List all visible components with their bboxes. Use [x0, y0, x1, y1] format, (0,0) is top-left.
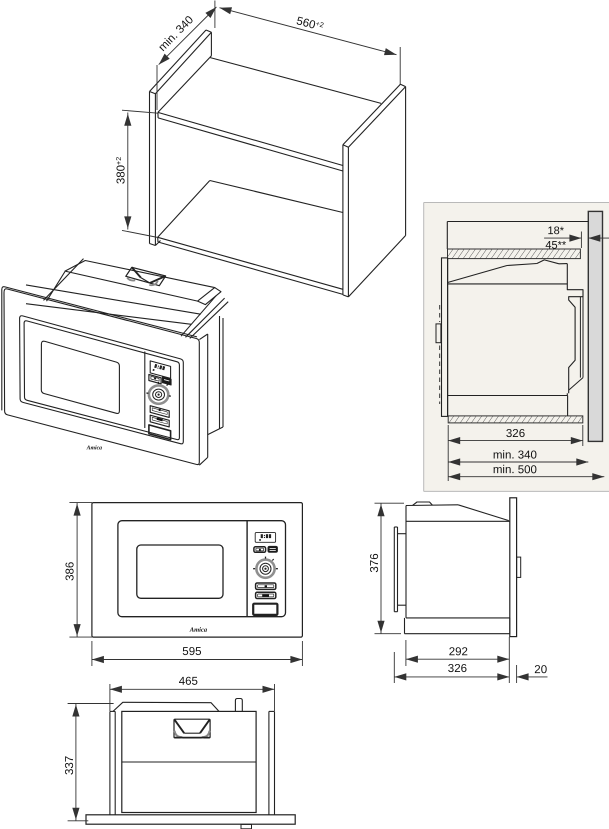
- svg-text:376: 376: [369, 553, 381, 572]
- svg-text:595: 595: [182, 646, 201, 658]
- svg-text:Amica: Amica: [189, 627, 208, 634]
- svg-text:45**: 45**: [545, 240, 567, 252]
- svg-text:20: 20: [534, 664, 547, 676]
- svg-text:465: 465: [179, 676, 198, 688]
- svg-text:Amica: Amica: [86, 444, 103, 451]
- svg-text:292: 292: [449, 646, 468, 658]
- svg-text:326: 326: [448, 663, 467, 675]
- svg-text:min. 340: min. 340: [493, 449, 537, 461]
- svg-text:337: 337: [64, 756, 76, 775]
- svg-text:326: 326: [506, 428, 525, 440]
- svg-text:386: 386: [65, 562, 77, 581]
- svg-text:min. 500: min. 500: [493, 464, 537, 476]
- svg-text:18*: 18*: [548, 225, 565, 237]
